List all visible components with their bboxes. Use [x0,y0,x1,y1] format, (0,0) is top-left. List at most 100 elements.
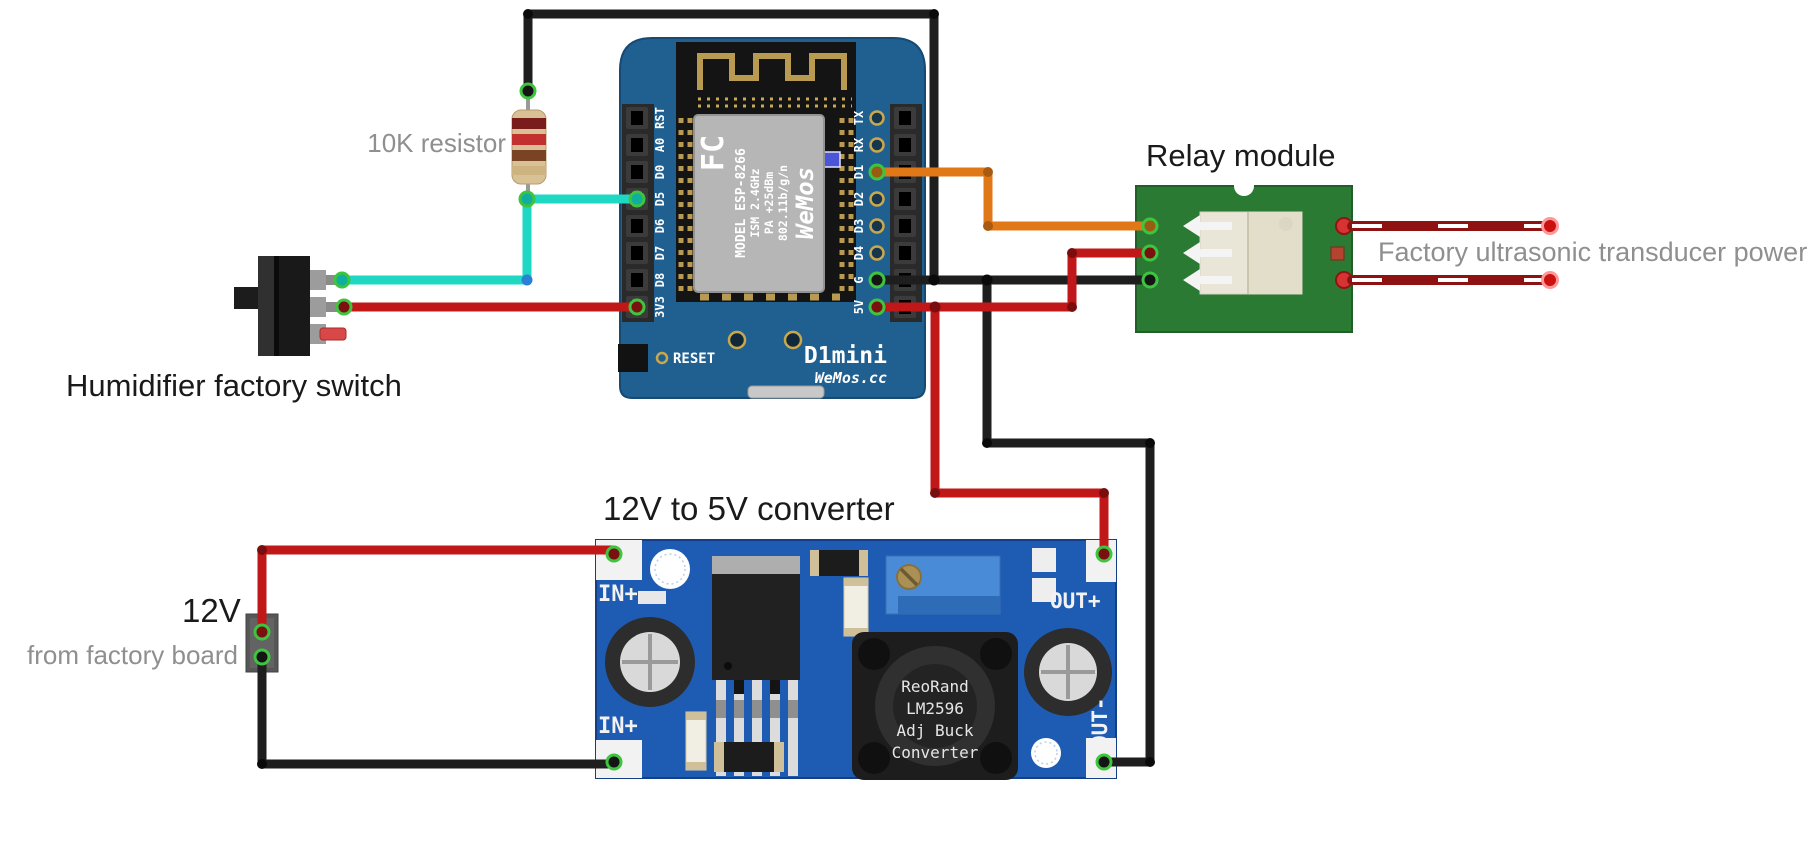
wire-red-5v-to-converter-out [930,302,1109,559]
wire-bend-points [257,9,1155,769]
annotations: 10K resistor Humidifier factory switch R… [27,128,1807,670]
cap-vent-tab [638,591,666,604]
pin-label: D4 [852,246,866,260]
smd-vertical-component [685,711,707,771]
switch-body [258,256,274,356]
screw-hole-icon [783,330,803,350]
conn-d5 [628,190,646,208]
mounting-hole-ring [654,553,686,585]
conn-out-minus [1095,753,1113,771]
relay-stamp [1279,217,1293,231]
pin-labels-left: RST A0 D0 D5 D6 D7 D8 3V3 [653,107,667,318]
switch-lever [234,287,260,309]
pin-label: D1 [852,165,866,179]
switch-slot [274,256,279,356]
pin-label: 5V [852,300,866,314]
pin-label: D8 [653,273,667,287]
d1-mini-board: FC MODEL ESP-8266 ISM 2.4GHz PA +25dBm 8… [618,37,926,399]
wemos-logo: WeMos [791,167,819,239]
buck-converter-board: ReoRand LM2596 Adj Buck Converter IN+ IN… [595,539,1117,780]
switch-body [279,256,310,356]
humidifier-switch [234,256,347,356]
conn-relay-vcc [1141,244,1159,262]
out-plus-label: OUT+ [1050,589,1101,613]
shield-silkscreen: FC MODEL ESP-8266 ISM 2.4GHz PA +25dBm 8… [696,135,819,258]
relay-module-board [1135,176,1353,333]
shield-model-text: MODEL ESP-8266 [734,148,749,258]
pin-label: TX [852,110,866,125]
relay-led-icon [1330,246,1345,261]
pin-labels-right: TX RX D1 D2 D3 D4 G 5V [852,110,866,314]
out-minus-label: OUT- [1088,697,1112,748]
wire-cyan-d5-to-switch [337,194,642,285]
conn-g [868,271,886,289]
transducer-label: Factory ultrasonic transducer power [1378,237,1807,267]
conn-resistor-top [519,82,537,100]
chip-text: Adj Buck [896,721,973,740]
wire-red-supply-to-converter [257,545,619,637]
wire-end-cap [1541,271,1559,289]
conn-in-minus [605,753,623,771]
jumper-pad [1032,548,1056,572]
relay-body-shade [1248,212,1302,294]
conn-resistor-bottom [518,190,536,208]
pin-label: D0 [653,165,667,179]
conn-relay-signal [1141,217,1159,235]
pin-label: D3 [852,219,866,233]
pin-label: RX [852,137,866,152]
conn-d1 [868,163,886,181]
resistor [511,91,547,199]
inductor: ReoRand LM2596 Adj Buck Converter [852,632,1018,780]
conn-out-plus [1095,545,1113,563]
connection-points [253,82,1159,771]
esp-shield [693,114,825,293]
conn-relay-gnd [1141,271,1159,289]
mounting-hole-ring [1034,741,1058,765]
usb-connector-icon [747,385,825,399]
wire-end-cap [1541,217,1559,235]
conn-3v3 [628,298,646,316]
mounting-hole-icon [650,549,690,589]
pin-label: G [852,276,866,283]
conn-supply-plus [253,623,271,641]
shield-pa-text: PA +25dBm [762,172,776,234]
transducer-wires [1347,217,1559,289]
board-brand: WeMos.cc [815,369,887,387]
wire-orange-d1-to-relay [872,167,1155,231]
converter-label: 12V to 5V converter [603,490,895,527]
pcb-notch [1234,176,1254,196]
conn-supply-minus [253,648,271,666]
pin-label: RST [653,107,667,129]
conn-in-plus [605,545,623,563]
conn-switch-top [333,271,351,289]
resistor-label: 10K resistor [367,128,506,158]
chip-text: Converter [892,743,979,762]
cut-wire-stub [319,327,347,341]
screw-hole-icon [727,330,747,350]
fcc-logo: FC [696,135,731,171]
in-plus-label: IN+ [598,582,638,607]
input-capacitor [605,617,695,707]
trimmer-potentiometer [885,555,1001,615]
conn-switch-mid [335,298,353,316]
pin-header-left [622,104,654,322]
pin-label: D6 [653,219,667,233]
smd-diode [810,550,868,576]
in-plus-bottom-label: IN+ [598,714,638,739]
relay-pin-arrows [1183,215,1232,291]
pin-label: D7 [653,246,667,260]
wire-red-5v-to-relay [872,248,1155,312]
pin-label: D2 [852,192,866,206]
relay-label: Relay module [1146,138,1336,173]
supply-sub-label: from factory board [27,640,238,670]
resistor-bands [512,118,546,175]
smd-vertical-component [843,577,869,637]
chip-text: LM2596 [906,699,964,718]
antenna-trace-icon [697,53,847,90]
board-name: D1mini [804,343,887,369]
regulator-ic [712,556,800,776]
reset-pad-icon [655,351,669,365]
chip-text: ReoRand [901,677,968,696]
conn-5v [868,298,886,316]
smd-capacitor [714,742,784,772]
